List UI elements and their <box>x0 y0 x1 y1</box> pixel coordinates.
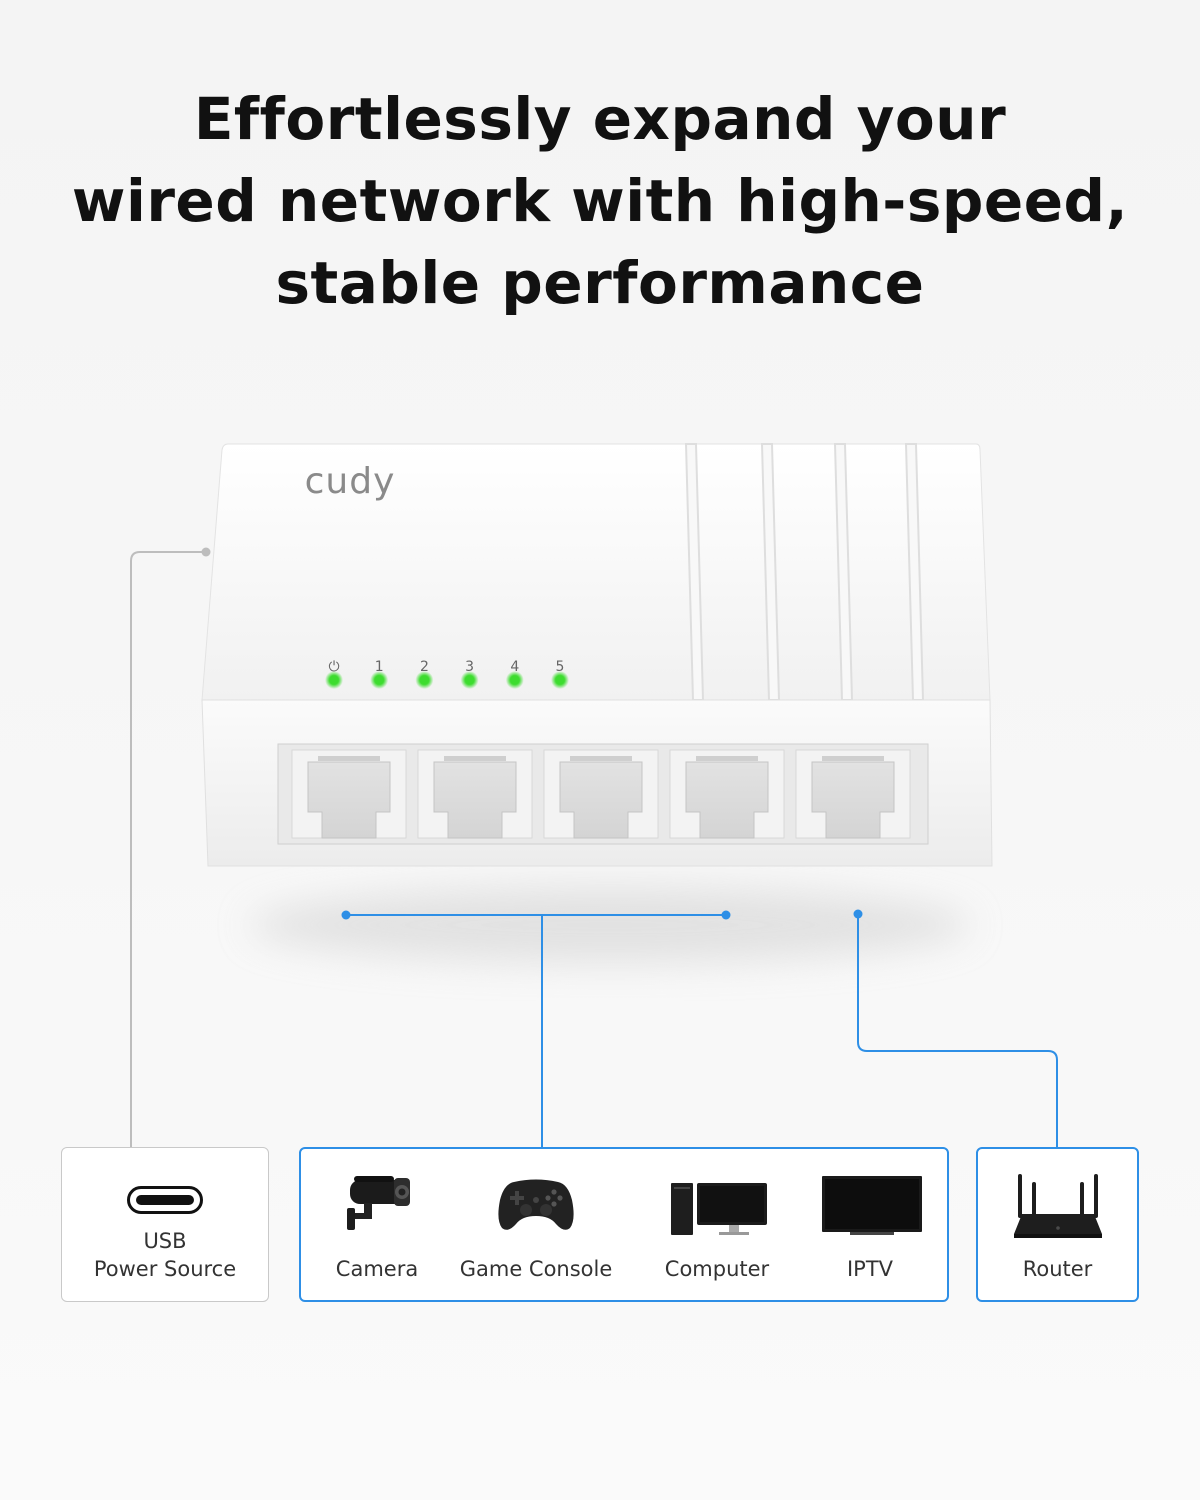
port-led <box>420 675 429 685</box>
port-led <box>510 675 519 685</box>
port-led <box>465 675 474 685</box>
port-led-label: 1 <box>375 659 384 675</box>
port-led <box>555 675 565 685</box>
router-label: Router <box>1022 1257 1093 1281</box>
headline-line-2: wired network with high-speed, <box>71 167 1129 235</box>
device-label-iptv: IPTV <box>846 1257 894 1281</box>
port-led-label: 5 <box>556 659 565 675</box>
port-led <box>375 675 384 685</box>
headline-line-3: stable performance <box>275 249 925 317</box>
usb-power-box <box>61 1147 269 1302</box>
router-icon <box>1014 1174 1102 1238</box>
gamepad-icon <box>498 1179 574 1230</box>
tv-icon <box>822 1176 922 1235</box>
ethernet-port <box>417 749 533 839</box>
power-line <box>130 551 206 1147</box>
power-dot <box>201 547 211 557</box>
usb-label-line-2: Power Source <box>93 1257 237 1281</box>
usb-label-line-1: USB <box>143 1229 187 1253</box>
power-led <box>329 675 339 685</box>
headline-line-1: Effortlessly expand your <box>193 85 1007 153</box>
security-camera-icon <box>347 1176 410 1230</box>
usb-label: USB Power Source <box>61 1227 269 1283</box>
desktop-computer-icon <box>671 1183 767 1235</box>
connection-lines <box>130 547 1058 1147</box>
ethernet-ports <box>291 749 911 839</box>
ethernet-port <box>669 749 785 839</box>
headline: Effortlessly expand your wired network w… <box>0 78 1200 324</box>
usb-c-port-icon <box>127 1186 203 1214</box>
port-led-label: 3 <box>465 659 474 675</box>
vent-ribs <box>684 443 925 701</box>
power-led-label: ⏻ <box>328 659 339 675</box>
cudy-logo: cudy <box>305 461 396 502</box>
port-led-label: 2 <box>420 659 429 675</box>
led-indicators: ⏻ 1 2 3 4 5 <box>325 659 569 689</box>
ethernet-port <box>795 749 911 839</box>
device-label-game-console: Game Console <box>459 1257 613 1281</box>
router-line <box>857 914 1058 1147</box>
port-led-label: 4 <box>510 659 519 675</box>
switch-shadow <box>250 887 970 963</box>
device-label-camera: Camera <box>335 1257 419 1281</box>
device-label-computer: Computer <box>664 1257 770 1281</box>
ethernet-port <box>543 749 659 839</box>
ethernet-port <box>291 749 407 839</box>
